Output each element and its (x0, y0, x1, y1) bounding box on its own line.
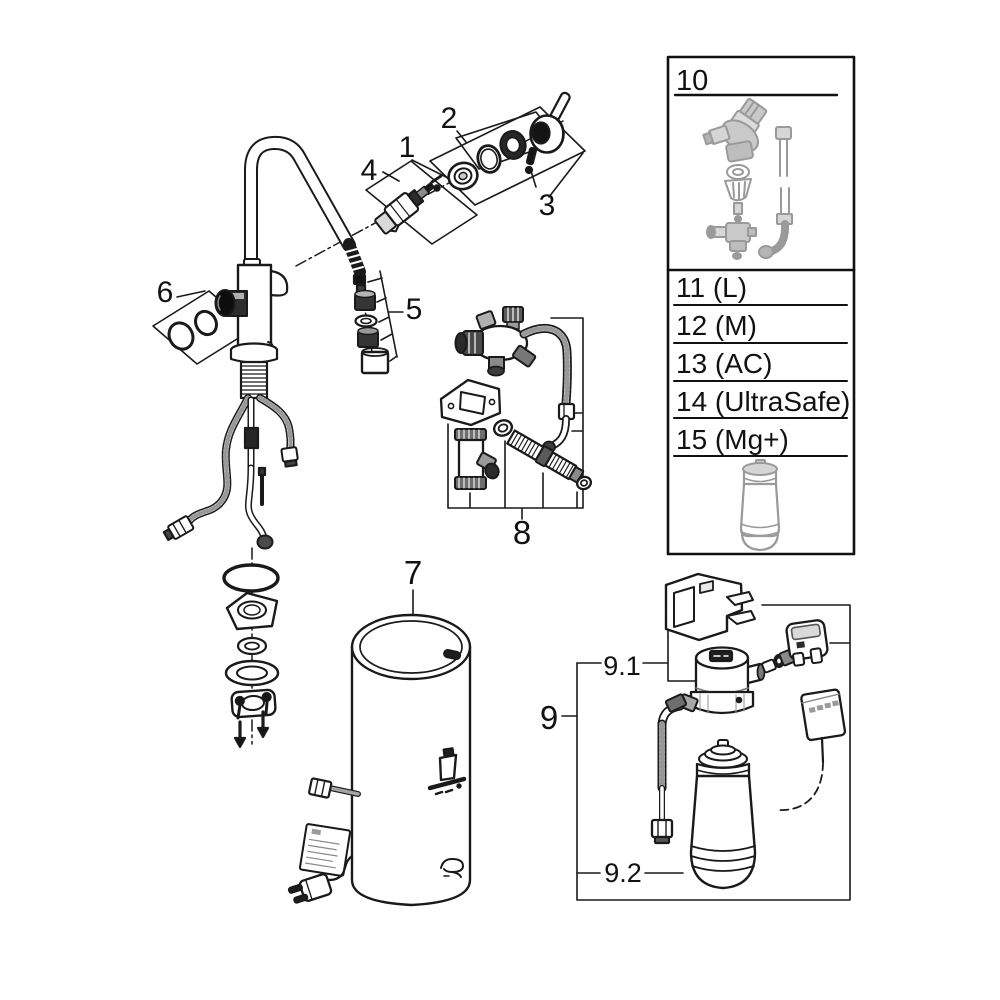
power-plug (287, 873, 333, 904)
o-ring (476, 144, 502, 174)
washer (224, 659, 280, 687)
rating-label (298, 823, 352, 877)
parts-list-row: 13 (AC) (676, 348, 772, 379)
inlet-fitting (308, 777, 361, 799)
grohe-logo (440, 858, 464, 878)
threaded-shank (239, 360, 269, 400)
parts-list-row: 12 (M) (676, 310, 757, 341)
callout-1: 1 (399, 131, 416, 164)
supply-hose-illustration (758, 126, 793, 259)
callout-9-2: 9.2 (604, 858, 642, 888)
parts-panel (666, 55, 856, 556)
filter-assembly (650, 572, 847, 890)
filter-cartridge-illustration (739, 459, 781, 552)
vent-slot (443, 648, 462, 661)
callout-8: 8 (513, 514, 531, 551)
callout-5: 5 (406, 293, 423, 326)
parts-list-row: 14 (UltraSafe) (676, 386, 850, 417)
solenoid-valve (778, 619, 829, 667)
check-valve (454, 428, 500, 490)
cartridge (374, 182, 435, 235)
screw (233, 736, 247, 749)
wall-plate (439, 378, 502, 427)
faucet-side-handle (214, 289, 248, 317)
callout-2: 2 (441, 102, 458, 135)
filter-head (673, 646, 766, 715)
filter-hose (650, 693, 688, 845)
callout-7: 7 (404, 554, 422, 591)
mounting-clamp (664, 572, 756, 642)
braided-hose (519, 323, 576, 454)
hot-water-carafe-icon (427, 747, 467, 796)
sensor-cable (775, 761, 824, 811)
o-ring (222, 563, 280, 593)
handle-cap (524, 91, 571, 175)
installation-valve-set (439, 306, 593, 491)
washer (575, 475, 593, 491)
control-box (775, 688, 847, 811)
escutcheon-ring (447, 161, 479, 191)
boiler-body (350, 645, 472, 907)
parts-list: 11 (L) 12 (M) 13 (AC) 14 (UltraSafe) 15 … (676, 272, 850, 455)
aerator-parts (352, 273, 390, 375)
cartridge-handle-parts (374, 91, 571, 235)
dome-ring (499, 130, 527, 160)
mounting-hardware (222, 563, 280, 749)
panel-illustrations (702, 98, 793, 552)
angle-valve (454, 306, 537, 377)
group8-bracket (447, 317, 584, 520)
check-valve-kit-illustration (702, 98, 793, 260)
body-o-rings (167, 309, 218, 351)
panel-box-label: 10 (676, 65, 708, 97)
callout-9-1: 9.1 (603, 651, 641, 681)
washer (236, 636, 268, 656)
stabilizer-plate (225, 591, 279, 631)
main-illustration (152, 91, 851, 907)
callout-9: 9 (540, 699, 558, 736)
callout-3: 3 (539, 189, 556, 222)
callout-6: 6 (157, 276, 174, 309)
faucet-illustration (162, 135, 366, 749)
labels: 1 2 3 4 5 6 7 8 9 9.1 9.2 10 11 (L) 12 (… (157, 65, 851, 888)
group4-outline (365, 160, 478, 245)
connection-hoses (162, 394, 299, 550)
parts-list-row: 15 (Mg+) (676, 424, 789, 455)
washer (492, 419, 514, 437)
parts-list-row: 11 (L) (676, 272, 747, 303)
flex-connector-hose (506, 429, 585, 484)
boiler-illustration (287, 613, 472, 907)
group5-bracket (367, 270, 404, 362)
filter-cartridge (689, 739, 757, 890)
group9-frame (576, 604, 851, 901)
screw (256, 726, 270, 739)
callout-4: 4 (361, 154, 378, 187)
